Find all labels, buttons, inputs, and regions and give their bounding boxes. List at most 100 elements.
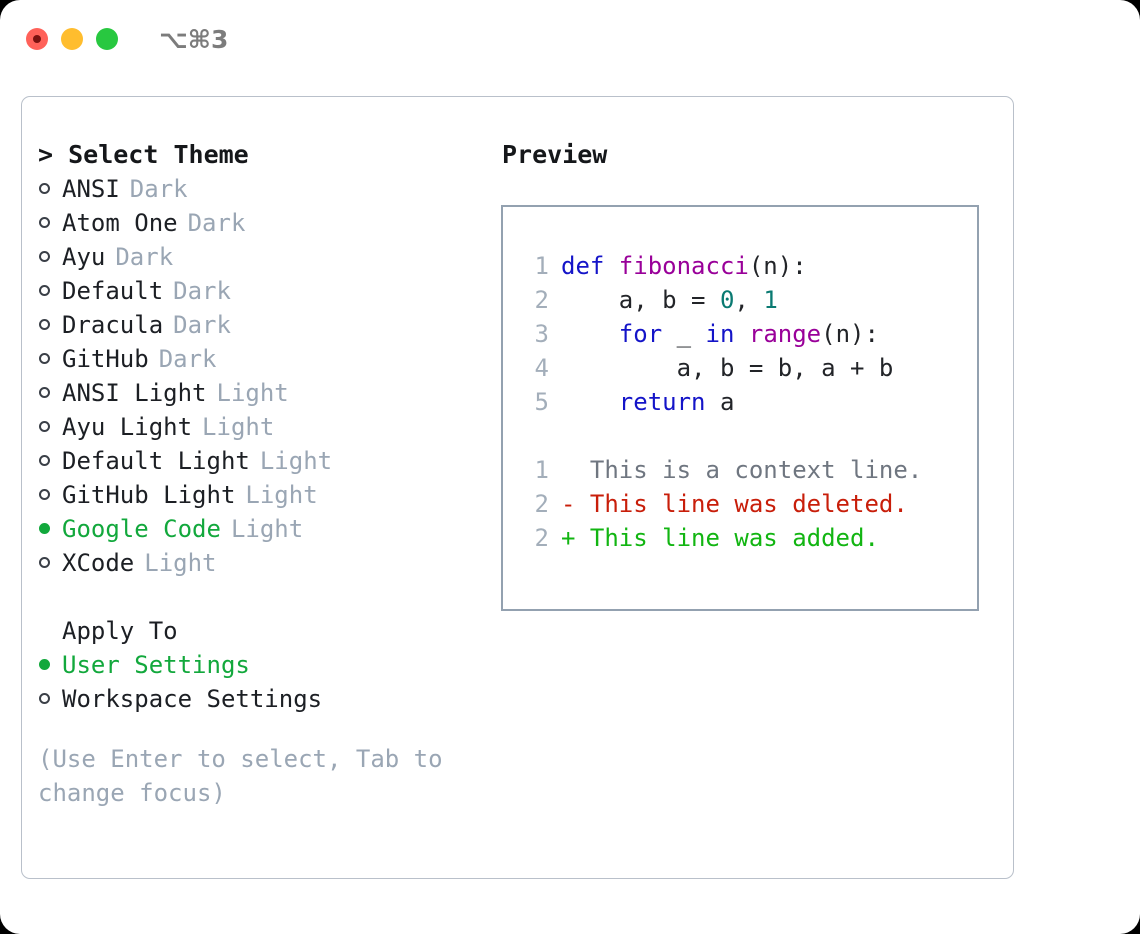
diff-line-text: This line was added. xyxy=(575,524,879,552)
theme-option-kind: Light xyxy=(216,379,289,407)
code-line-text: a, b = b, a + b xyxy=(561,351,894,385)
code-line-text: return a xyxy=(561,385,735,419)
line-number: 5 xyxy=(534,388,549,416)
apply-to-option-workspace-settings[interactable]: Workspace Settings xyxy=(38,682,508,716)
apply-to-option-label: User Settings xyxy=(62,651,250,679)
diff-line-text: This is a context line. xyxy=(575,456,923,484)
code-token-num: 1 xyxy=(763,286,778,314)
traffic-lights xyxy=(26,28,118,50)
diff-line: 1 This is a context line. xyxy=(519,453,969,487)
diff-line: 2- This line was deleted. xyxy=(519,487,969,521)
theme-option-default-light[interactable]: Default Light Light xyxy=(38,444,508,478)
code-line: 2 a, b = 0, 1 xyxy=(519,283,969,317)
radio-selected-icon xyxy=(38,648,62,682)
radio-unselected-icon xyxy=(38,274,62,308)
diff-line-number: 2 xyxy=(534,524,549,552)
preview-heading: Preview xyxy=(502,140,608,169)
code-token-plain: , xyxy=(734,286,764,314)
code-line: 1 def fibonacci(n): xyxy=(519,249,969,283)
keyboard-shortcut-label: ⌥⌘3 xyxy=(159,24,229,54)
code-token-fn: range xyxy=(748,320,822,348)
radio-unselected-icon xyxy=(38,444,62,478)
minimize-window-icon[interactable] xyxy=(61,28,83,50)
code-line: 5 return a xyxy=(519,385,969,419)
code-line: 4 a, b = b, a + b xyxy=(519,351,969,385)
theme-option-label: Ayu Light xyxy=(62,413,193,441)
diff-marker xyxy=(561,453,575,487)
code-token-kw: def xyxy=(561,252,619,280)
theme-option-xcode[interactable]: XCode Light xyxy=(38,546,508,580)
code-token-plain: (n): xyxy=(748,252,807,280)
code-token-kw: return xyxy=(618,388,706,416)
radio-unselected-icon xyxy=(38,206,62,240)
theme-option-github-light[interactable]: GitHub Light Light xyxy=(38,478,508,512)
diff-marker: + xyxy=(561,524,576,552)
apply-to-heading: Apply To xyxy=(38,614,508,648)
code-line-text: def fibonacci(n): xyxy=(561,249,807,283)
theme-option-kind: Dark xyxy=(173,277,231,305)
apply-to-bullet xyxy=(38,614,62,648)
radio-unselected-icon xyxy=(38,682,62,716)
close-window-icon[interactable] xyxy=(26,28,48,50)
theme-option-kind: Light xyxy=(259,447,333,475)
radio-unselected-icon xyxy=(38,308,62,342)
code-token-plain: (n): xyxy=(821,320,879,348)
diff-line: 2 + This line was added. xyxy=(519,521,969,555)
theme-option-label: Default Light xyxy=(62,447,250,475)
theme-option-google-code[interactable]: Google Code Light xyxy=(38,512,508,546)
theme-option-kind: Dark xyxy=(158,345,217,373)
code-token-plain: _ xyxy=(662,320,706,348)
code-token-plain xyxy=(561,320,619,348)
theme-option-label: GitHub Light xyxy=(62,481,236,509)
code-token-kw: for xyxy=(618,320,663,348)
radio-unselected-icon xyxy=(38,172,62,206)
theme-option-kind: Light xyxy=(230,515,304,543)
diff-lines: 1 This is a context line.2- This line wa… xyxy=(519,453,969,555)
radio-unselected-icon xyxy=(38,410,62,444)
code-line-text: for _ in range(n): xyxy=(561,317,879,351)
line-number: 2 xyxy=(534,286,549,314)
theme-option-label: Google Code xyxy=(62,515,221,543)
theme-option-label: ANSI xyxy=(62,175,120,203)
theme-option-label: XCode xyxy=(62,549,135,577)
code-line: 3 for _ in range(n): xyxy=(519,317,969,351)
code-token-num: 0 xyxy=(719,286,735,314)
diff-line-number: 1 xyxy=(534,456,549,484)
line-number: 3 xyxy=(534,320,549,348)
theme-option-label: Dracula xyxy=(62,311,164,339)
line-number: 1 xyxy=(534,252,549,280)
apply-to-option-user-settings[interactable]: User Settings xyxy=(38,648,508,682)
radio-unselected-icon xyxy=(38,478,62,512)
code-token-plain: a xyxy=(705,388,735,416)
list-spacer xyxy=(38,580,508,614)
diff-line-number: 2 xyxy=(534,490,549,518)
keyboard-hint: (Use Enter to select, Tab to change focu… xyxy=(38,745,458,807)
apply-to-label: Apply To xyxy=(62,617,178,645)
maximize-window-icon[interactable] xyxy=(96,28,118,50)
theme-option-label: Atom One xyxy=(62,209,178,237)
select-theme-heading: > Select Theme xyxy=(38,140,249,169)
radio-unselected-icon xyxy=(38,546,62,580)
theme-option-kind: Light xyxy=(245,481,318,509)
apply-to-option-label: Workspace Settings xyxy=(62,685,323,713)
code-token-plain: a, b = xyxy=(561,286,720,314)
title-bar: ⌥⌘3 xyxy=(0,0,1140,78)
radio-unselected-icon xyxy=(38,240,62,274)
theme-option-kind: Light xyxy=(144,549,217,577)
code-token-fn: fibonacci xyxy=(618,252,749,280)
